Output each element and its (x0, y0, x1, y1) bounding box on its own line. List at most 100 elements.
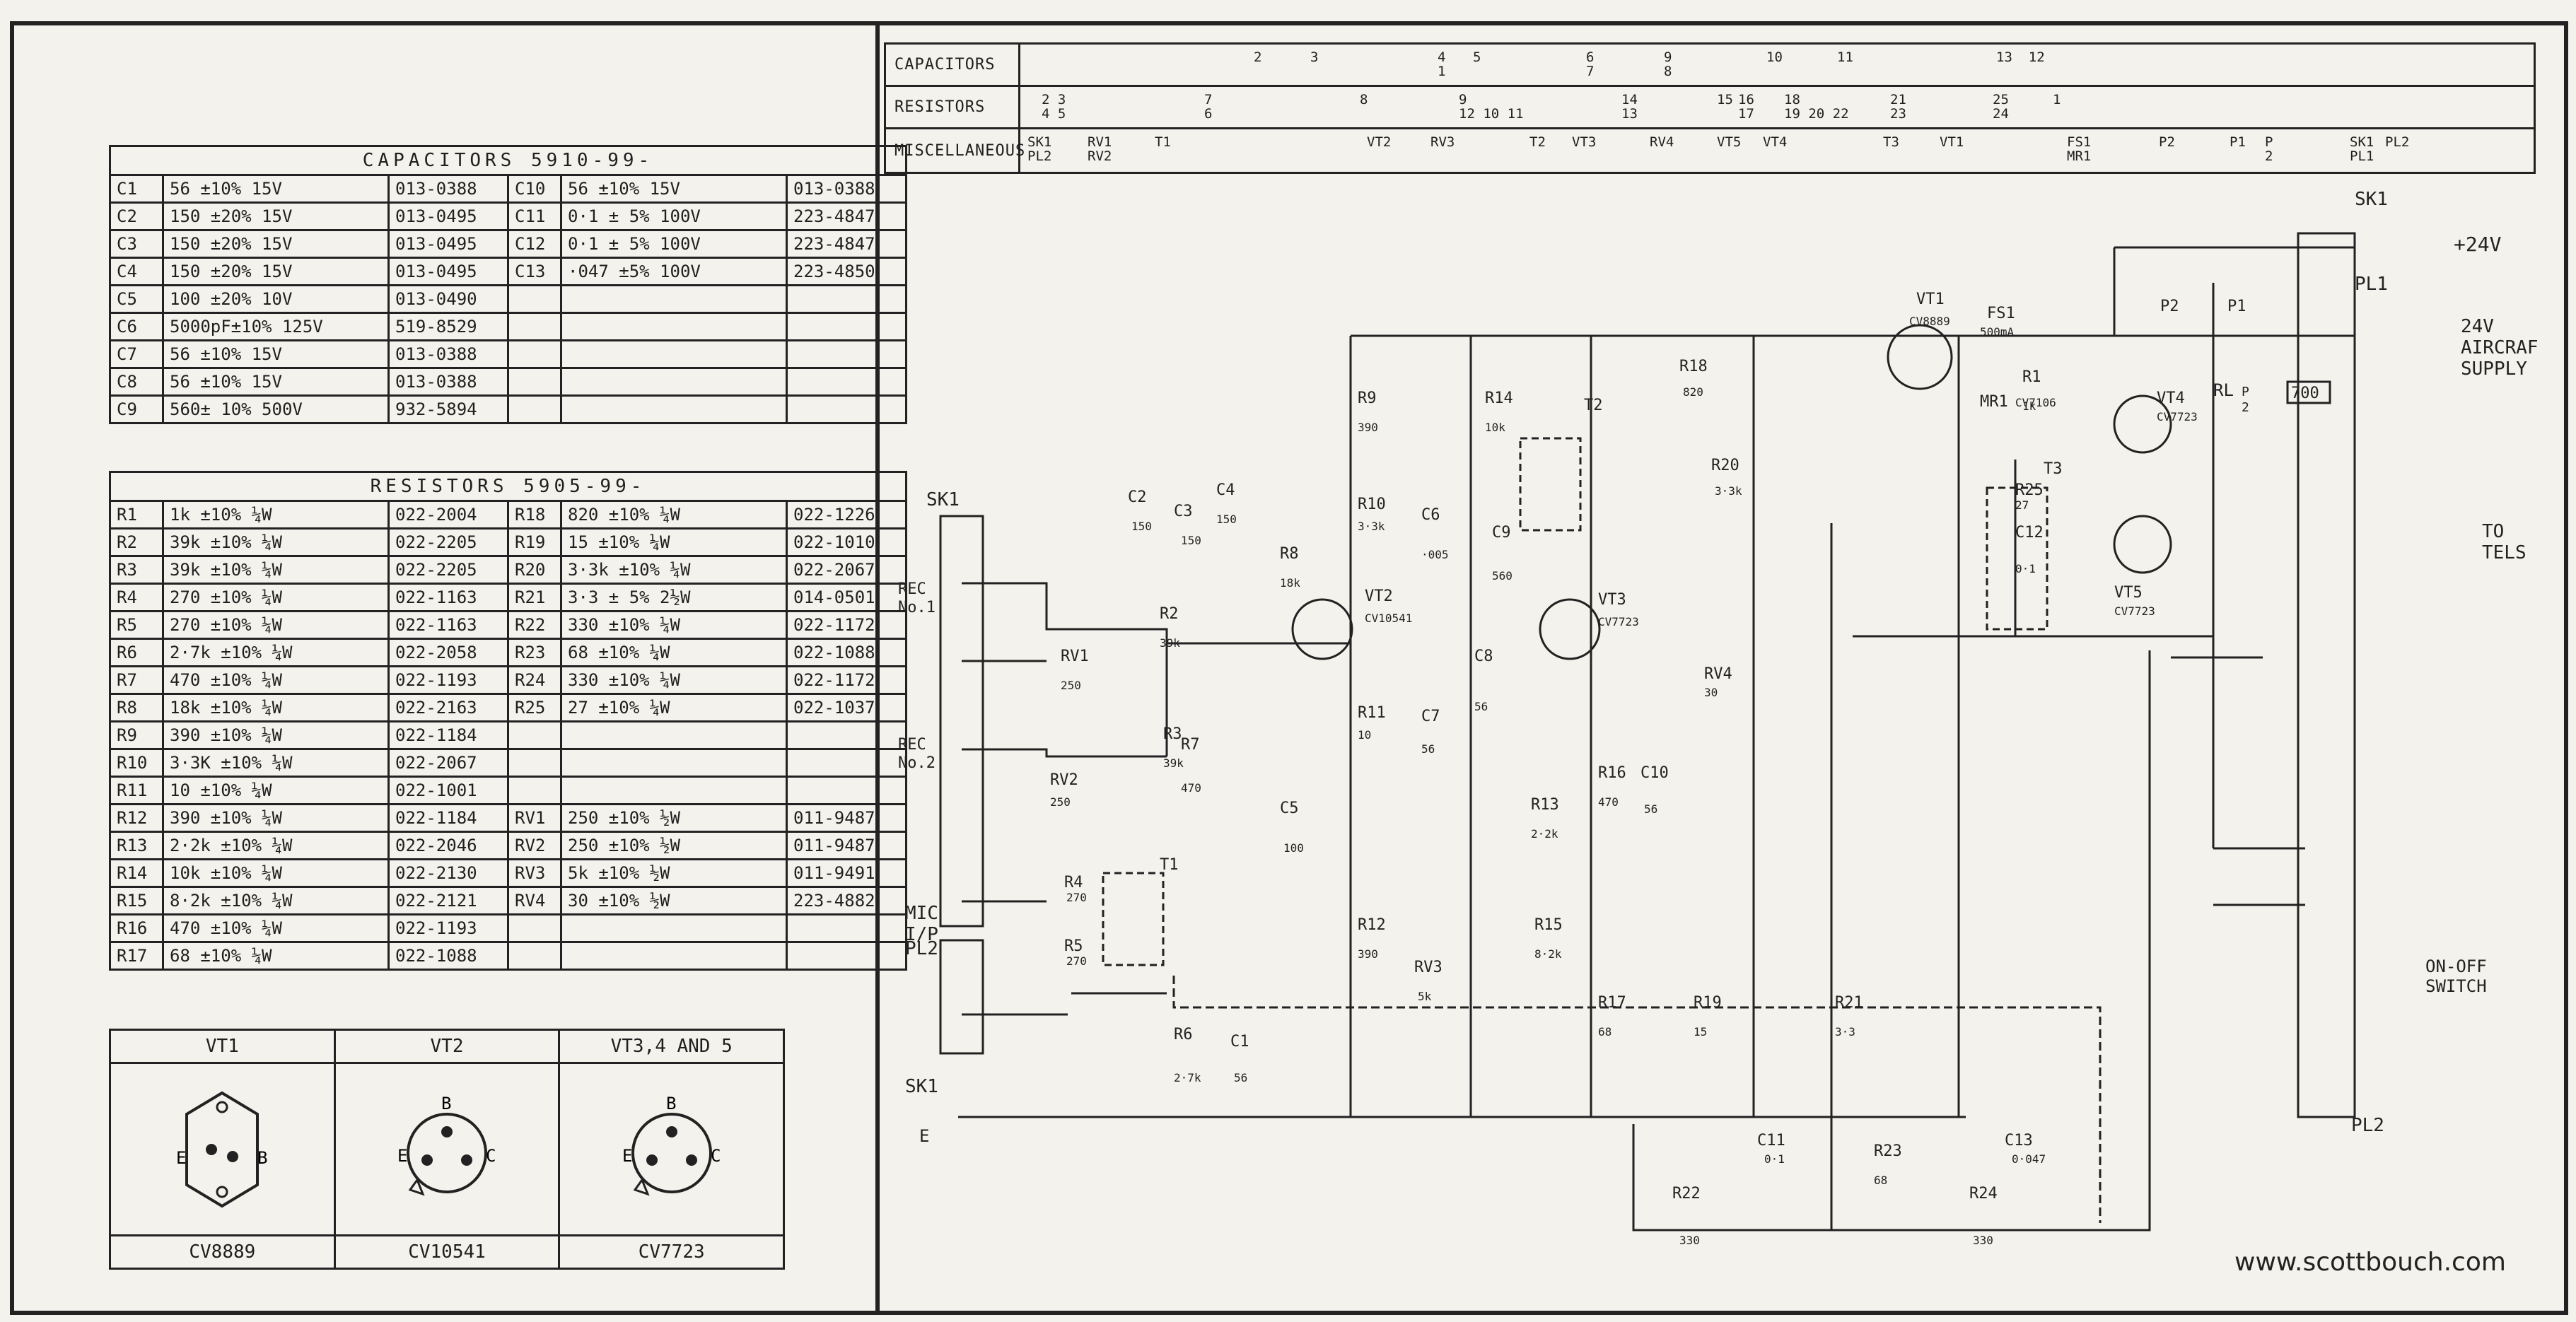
resistor-cell-ref2: RV4 (507, 886, 562, 916)
resistor-cell-part: 022-2205 (387, 527, 509, 557)
vt345-pin-c: C (711, 1146, 721, 1166)
resistor-cell-part2: 022-1010 (786, 527, 907, 557)
label-r20: R20 (1711, 457, 1739, 474)
label-r14v: 10k (1485, 421, 1505, 434)
index-entry: 2 3 4 5 (1042, 92, 1066, 122)
label-r16: R16 (1598, 764, 1626, 782)
resistor-cell-val: 270 ±10% ¼W (162, 583, 390, 612)
label-vt3-type: CV7723 (1598, 615, 1639, 628)
capacitor-cell-part: 013-0388 (387, 174, 509, 204)
schematic-labels: SK1PL1PL2+24V24VAIRCRAFTSUPPLYTOTELSON-O… (898, 191, 2539, 1247)
label-r3: R3 (1163, 725, 1182, 743)
resistor-cell-val2 (560, 941, 788, 971)
label-onoff: ON-OFF (2425, 957, 2487, 976)
index-entry: 9 8 (1664, 49, 1672, 79)
capacitor-cell-part: 013-0495 (387, 201, 509, 231)
capacitor-cell-val: 150 ±20% 15V (162, 229, 390, 259)
resistor-cell-ref: R3 (109, 555, 164, 585)
resistor-cell-part: 022-2130 (387, 858, 509, 888)
resistor-cell-part2: 022-1088 (786, 638, 907, 667)
resistor-cell-ref: R7 (109, 665, 164, 695)
resistor-cell-part2: 011-9487 (786, 803, 907, 833)
capacitor-cell-ref: C2 (109, 201, 164, 231)
vt2-heading: VT2 (336, 1031, 561, 1062)
label-r10v: 3·3k (1358, 520, 1385, 533)
label-fs1-val: 500mA (1980, 325, 2015, 339)
resistor-cell-val2 (560, 913, 788, 943)
label-to-tels: TO (2482, 521, 2504, 542)
label-r23v: 68 (1874, 1174, 1887, 1187)
index-entry: 4 1 (1438, 49, 1446, 79)
resistor-cell-ref2: R19 (507, 527, 562, 557)
label-r5: R5 (1064, 937, 1083, 955)
resistor-cell-part: 022-1184 (387, 720, 509, 750)
vt1-type: CV8889 (111, 1236, 336, 1268)
resistor-cell-val2: 3·3 ± 5% 2½W (560, 583, 788, 612)
label-c3v: 150 (1181, 534, 1201, 547)
resistor-cell-part: 022-2046 (387, 831, 509, 860)
resistor-cell-part: 022-1193 (387, 665, 509, 695)
vt1-pinout: E B (111, 1064, 336, 1234)
resistor-cell-ref2 (507, 720, 562, 750)
label-r13v: 2·2k (1531, 827, 1558, 841)
schematic-wiring (939, 232, 2356, 1232)
resistor-cell-val2: 3·3k ±10% ¼W (560, 555, 788, 585)
resistor-cell-part2 (786, 776, 907, 805)
label-c10: C10 (1640, 764, 1669, 782)
resistor-cell-val: 10k ±10% ¼W (162, 858, 390, 888)
index-entry: VT5 (1717, 134, 1742, 150)
index-entry: P2 (2159, 134, 2175, 150)
label-r18v: 820 (1683, 385, 1703, 399)
index-entry: 2 (1254, 49, 1262, 65)
label-rec2: No.2 (898, 754, 936, 772)
vt345-pin-e: E (622, 1146, 632, 1166)
resistor-cell-val2: 15 ±10% ¼W (560, 527, 788, 557)
label-c8v: 56 (1474, 700, 1488, 713)
capacitor-cell-val2: 0·1 ± 5% 100V (560, 229, 788, 259)
resistor-cell-ref2: RV2 (507, 831, 562, 860)
capacitor-cell-val: 150 ±20% 15V (162, 257, 390, 286)
label-p2: P2 (2160, 298, 2179, 315)
index-entry: SK1 PL1 (2350, 134, 2374, 164)
resistor-cell-val2: 30 ±10% ½W (560, 886, 788, 916)
capacitor-cell-part: 013-0490 (387, 284, 509, 314)
label-r24v: 330 (1973, 1234, 1993, 1247)
label-r9v: 390 (1358, 421, 1378, 434)
index-entry: 10 (1766, 49, 1783, 65)
label-rec1: REC (898, 580, 926, 598)
index-entry: 9 12 10 11 (1459, 92, 1524, 122)
label-c4v: 150 (1216, 513, 1237, 526)
label-c13: C13 (2005, 1132, 2033, 1150)
label-r7v: 470 (1181, 781, 1201, 795)
label-rv3v: 5k (1418, 990, 1432, 1003)
index-entry: VT4 (1763, 134, 1788, 150)
label-c5: C5 (1280, 800, 1299, 817)
label-r2v: 39k (1160, 636, 1180, 650)
label-mr1-type: CV7106 (2015, 396, 2056, 409)
resistor-cell-ref: R16 (109, 913, 164, 943)
resistor-cell-ref2: R25 (507, 693, 562, 723)
label-r15: R15 (1534, 916, 1563, 934)
resistor-cell-part: 022-1001 (387, 776, 509, 805)
vt2-pinout: B E C (336, 1064, 561, 1234)
resistor-cell-part: 022-1163 (387, 583, 509, 612)
label-c12: C12 (2015, 524, 2044, 542)
index-entry: 21 23 (1890, 92, 1906, 122)
label-pl2-left: PL2 (905, 938, 938, 959)
label-sk1-left: SK1 (926, 489, 960, 510)
label-r10: R10 (1358, 496, 1386, 513)
capacitor-cell-val: 56 ±10% 15V (162, 174, 390, 204)
resistor-cell-part2: 011-9491 (786, 858, 907, 888)
label-c13v: 0·047 (2012, 1152, 2046, 1166)
